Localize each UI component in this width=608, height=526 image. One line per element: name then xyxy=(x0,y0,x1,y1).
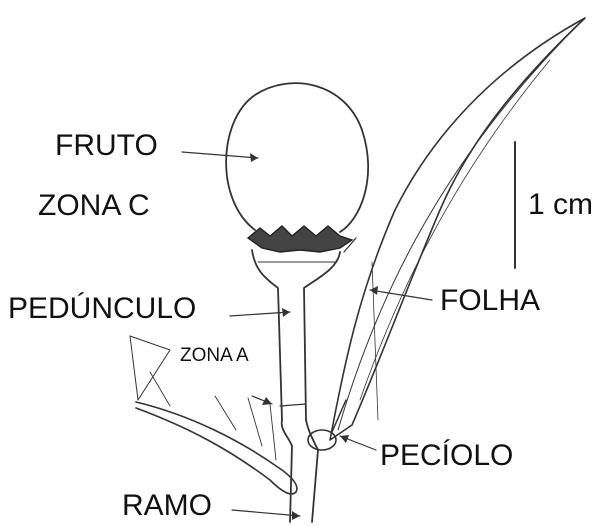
leader-peciolo xyxy=(340,435,376,450)
leaf-drawing xyxy=(330,18,585,440)
label-fruto: FRUTO xyxy=(55,129,158,162)
label-pedunculo: PEDÚNCULO xyxy=(8,292,196,325)
label-peciolo: PECÍOLO xyxy=(380,439,513,472)
leader-pedunculo xyxy=(230,308,290,317)
label-zona-a: ZONA A xyxy=(180,345,249,366)
leader-zona-a xyxy=(252,396,272,405)
label-zona-c: ZONA C xyxy=(38,189,150,222)
label-folha: FOLHA xyxy=(440,284,540,317)
peduncle-drawing xyxy=(252,250,340,420)
label-ramo: RAMO xyxy=(122,489,212,522)
leader-fruto xyxy=(182,152,258,162)
zona-c-drawing xyxy=(248,226,356,252)
scale-bar-label: 1 cm xyxy=(528,188,593,221)
